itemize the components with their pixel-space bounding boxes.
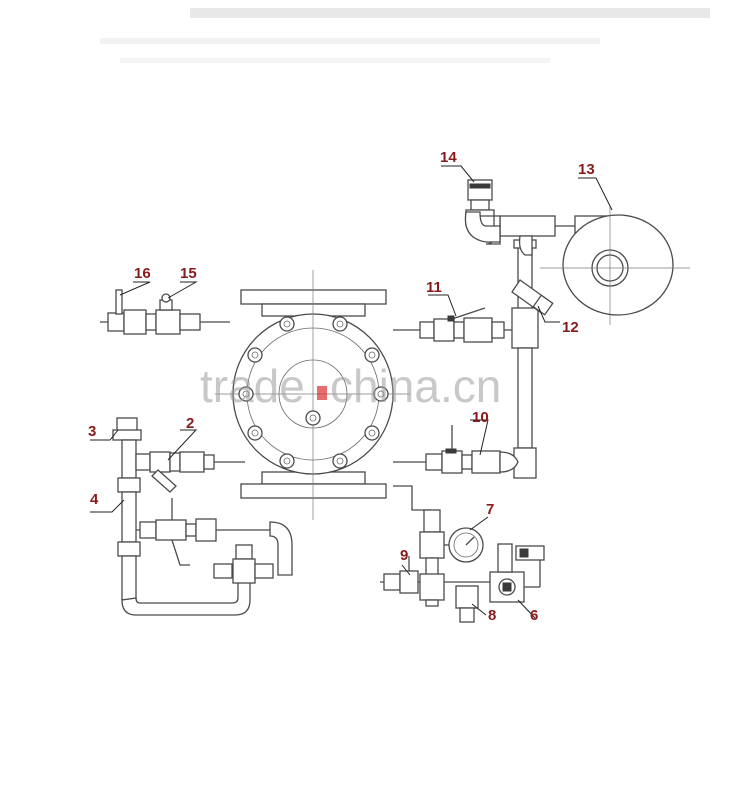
label-14: 14 (440, 149, 457, 166)
item-13-alarm-bell (540, 205, 690, 325)
label-9: 9 (400, 547, 408, 564)
leader-lines (90, 165, 613, 619)
part-number-labels: 14 13 16 15 11 12 3 2 10 4 7 9 8 6 (88, 149, 595, 624)
label-11: 11 (426, 279, 442, 296)
label-13: 13 (578, 161, 595, 178)
flange-bolts (238, 316, 389, 469)
watermark: trade china.cn (200, 360, 501, 412)
label-4: 4 (90, 491, 99, 508)
label-3: 3 (88, 423, 96, 440)
item-11-ball-valve-line (393, 307, 520, 343)
watermark-text-trade: trade (200, 360, 305, 412)
right-riser-pipe (499, 215, 556, 479)
items-6-7-8-9-alarm-line (380, 485, 545, 623)
label-6: 6 (530, 607, 538, 624)
items-2-3-4-trim-line (112, 417, 293, 616)
faint-header-text (100, 8, 710, 63)
label-10: 10 (472, 409, 489, 426)
items-15-16-drain-valves (100, 289, 230, 335)
label-12: 12 (562, 319, 579, 336)
watermark-text-china: china.cn (330, 360, 501, 412)
label-8: 8 (488, 607, 496, 624)
item-10-valve-line (393, 425, 519, 474)
item-14-pressure-switch (464, 179, 501, 245)
watermark-dot (317, 386, 327, 400)
label-7: 7 (486, 501, 494, 518)
label-16: 16 (134, 265, 151, 282)
label-15: 15 (180, 265, 197, 282)
label-2: 2 (186, 415, 194, 432)
main-valve-body (215, 270, 410, 520)
